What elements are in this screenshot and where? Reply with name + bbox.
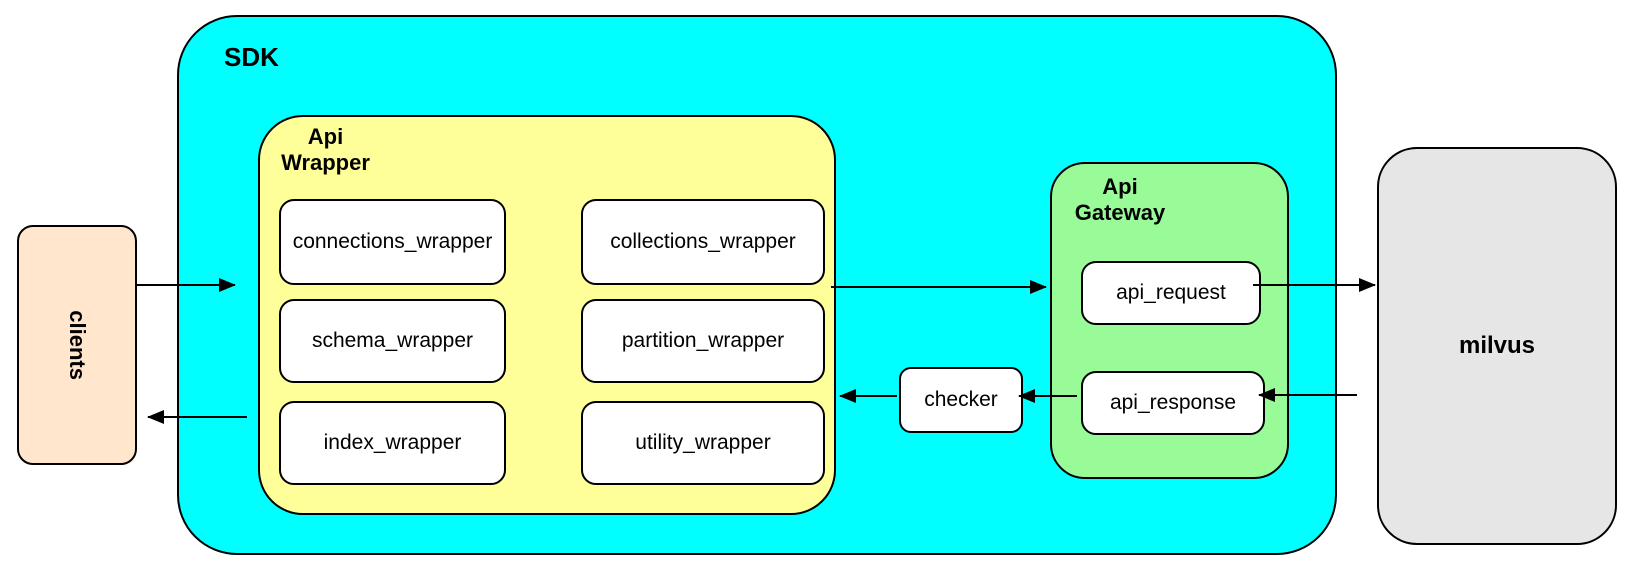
wrapper-box-schema: schema_wrapper — [279, 299, 506, 383]
api-request-node: api_request — [1081, 261, 1261, 325]
sdk-label: SDK — [224, 42, 279, 72]
api-gateway-label-line1: Api — [1102, 174, 1138, 199]
clients-node: clients — [17, 225, 137, 465]
api-wrapper-label-line1: Api — [307, 124, 344, 149]
api-gateway-container: Api Gateway api_request api_response — [1050, 162, 1289, 479]
wrapper-box-index: index_wrapper — [279, 401, 506, 485]
milvus-node: milvus — [1377, 147, 1617, 545]
api-gateway-label-line2: Gateway — [1074, 200, 1166, 226]
clients-label: clients — [65, 310, 91, 380]
wrapper-box-partition: partition_wrapper — [581, 299, 825, 383]
wrapper-box-collections: collections_wrapper — [581, 199, 825, 285]
api-response-node: api_response — [1081, 371, 1265, 435]
wrapper-box-utility: utility_wrapper — [581, 401, 825, 485]
checker-node: checker — [899, 367, 1023, 433]
api-wrapper-label: Api Wrapper — [268, 124, 383, 177]
wrapper-box-connections: connections_wrapper — [279, 199, 506, 285]
api-wrapper-label-line2: Wrapper — [281, 150, 370, 176]
api-gateway-label: Api Gateway — [1070, 174, 1170, 227]
sdk-container: SDK Api Wrapper connections_wrapper coll… — [177, 15, 1337, 555]
api-wrapper-container: Api Wrapper connections_wrapper collecti… — [258, 115, 836, 515]
